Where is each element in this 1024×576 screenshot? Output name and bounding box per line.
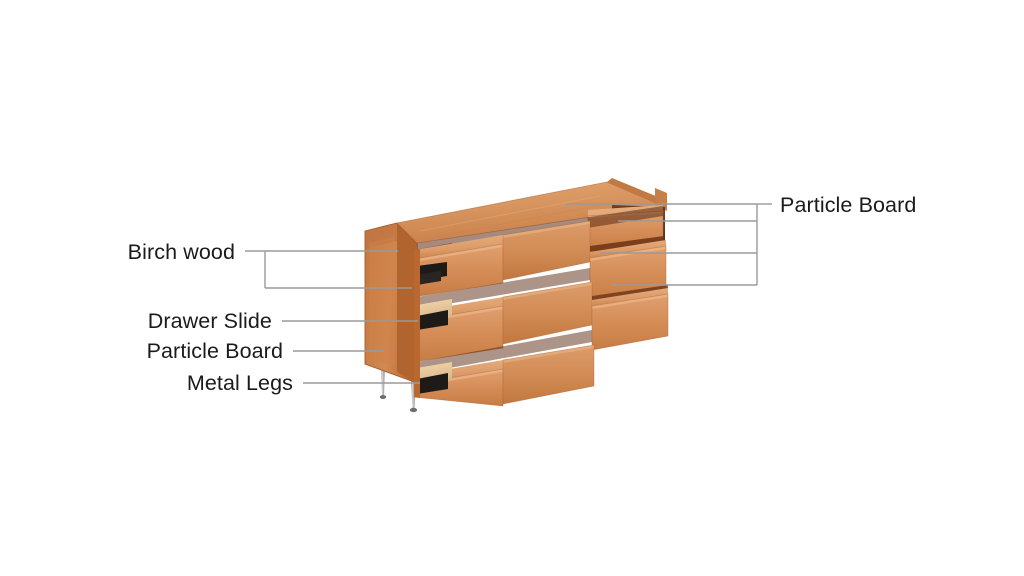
label-particle-board-left: Particle Board	[147, 339, 283, 363]
label-particle-board-right: Particle Board	[780, 193, 916, 217]
leader-particle-board-right	[565, 203, 772, 286]
label-drawer-slide: Drawer Slide	[148, 309, 272, 333]
drawer-row-3	[413, 330, 595, 407]
drawer-row-2	[413, 268, 593, 363]
drawer-bottom-right	[591, 285, 669, 351]
label-metal-legs: Metal Legs	[187, 371, 293, 395]
callout-labels: Birch wood Drawer Slide Particle Board M…	[128, 193, 917, 395]
leader-birch-wood	[245, 250, 412, 289]
side-panel	[364, 222, 418, 384]
carcass-front-edge	[414, 249, 420, 398]
label-birch-wood: Birch wood	[128, 240, 235, 264]
leader-lines	[245, 203, 772, 384]
top-surface	[396, 178, 667, 244]
dresser-illustration	[364, 178, 669, 413]
drawer-row-1	[413, 206, 663, 298]
